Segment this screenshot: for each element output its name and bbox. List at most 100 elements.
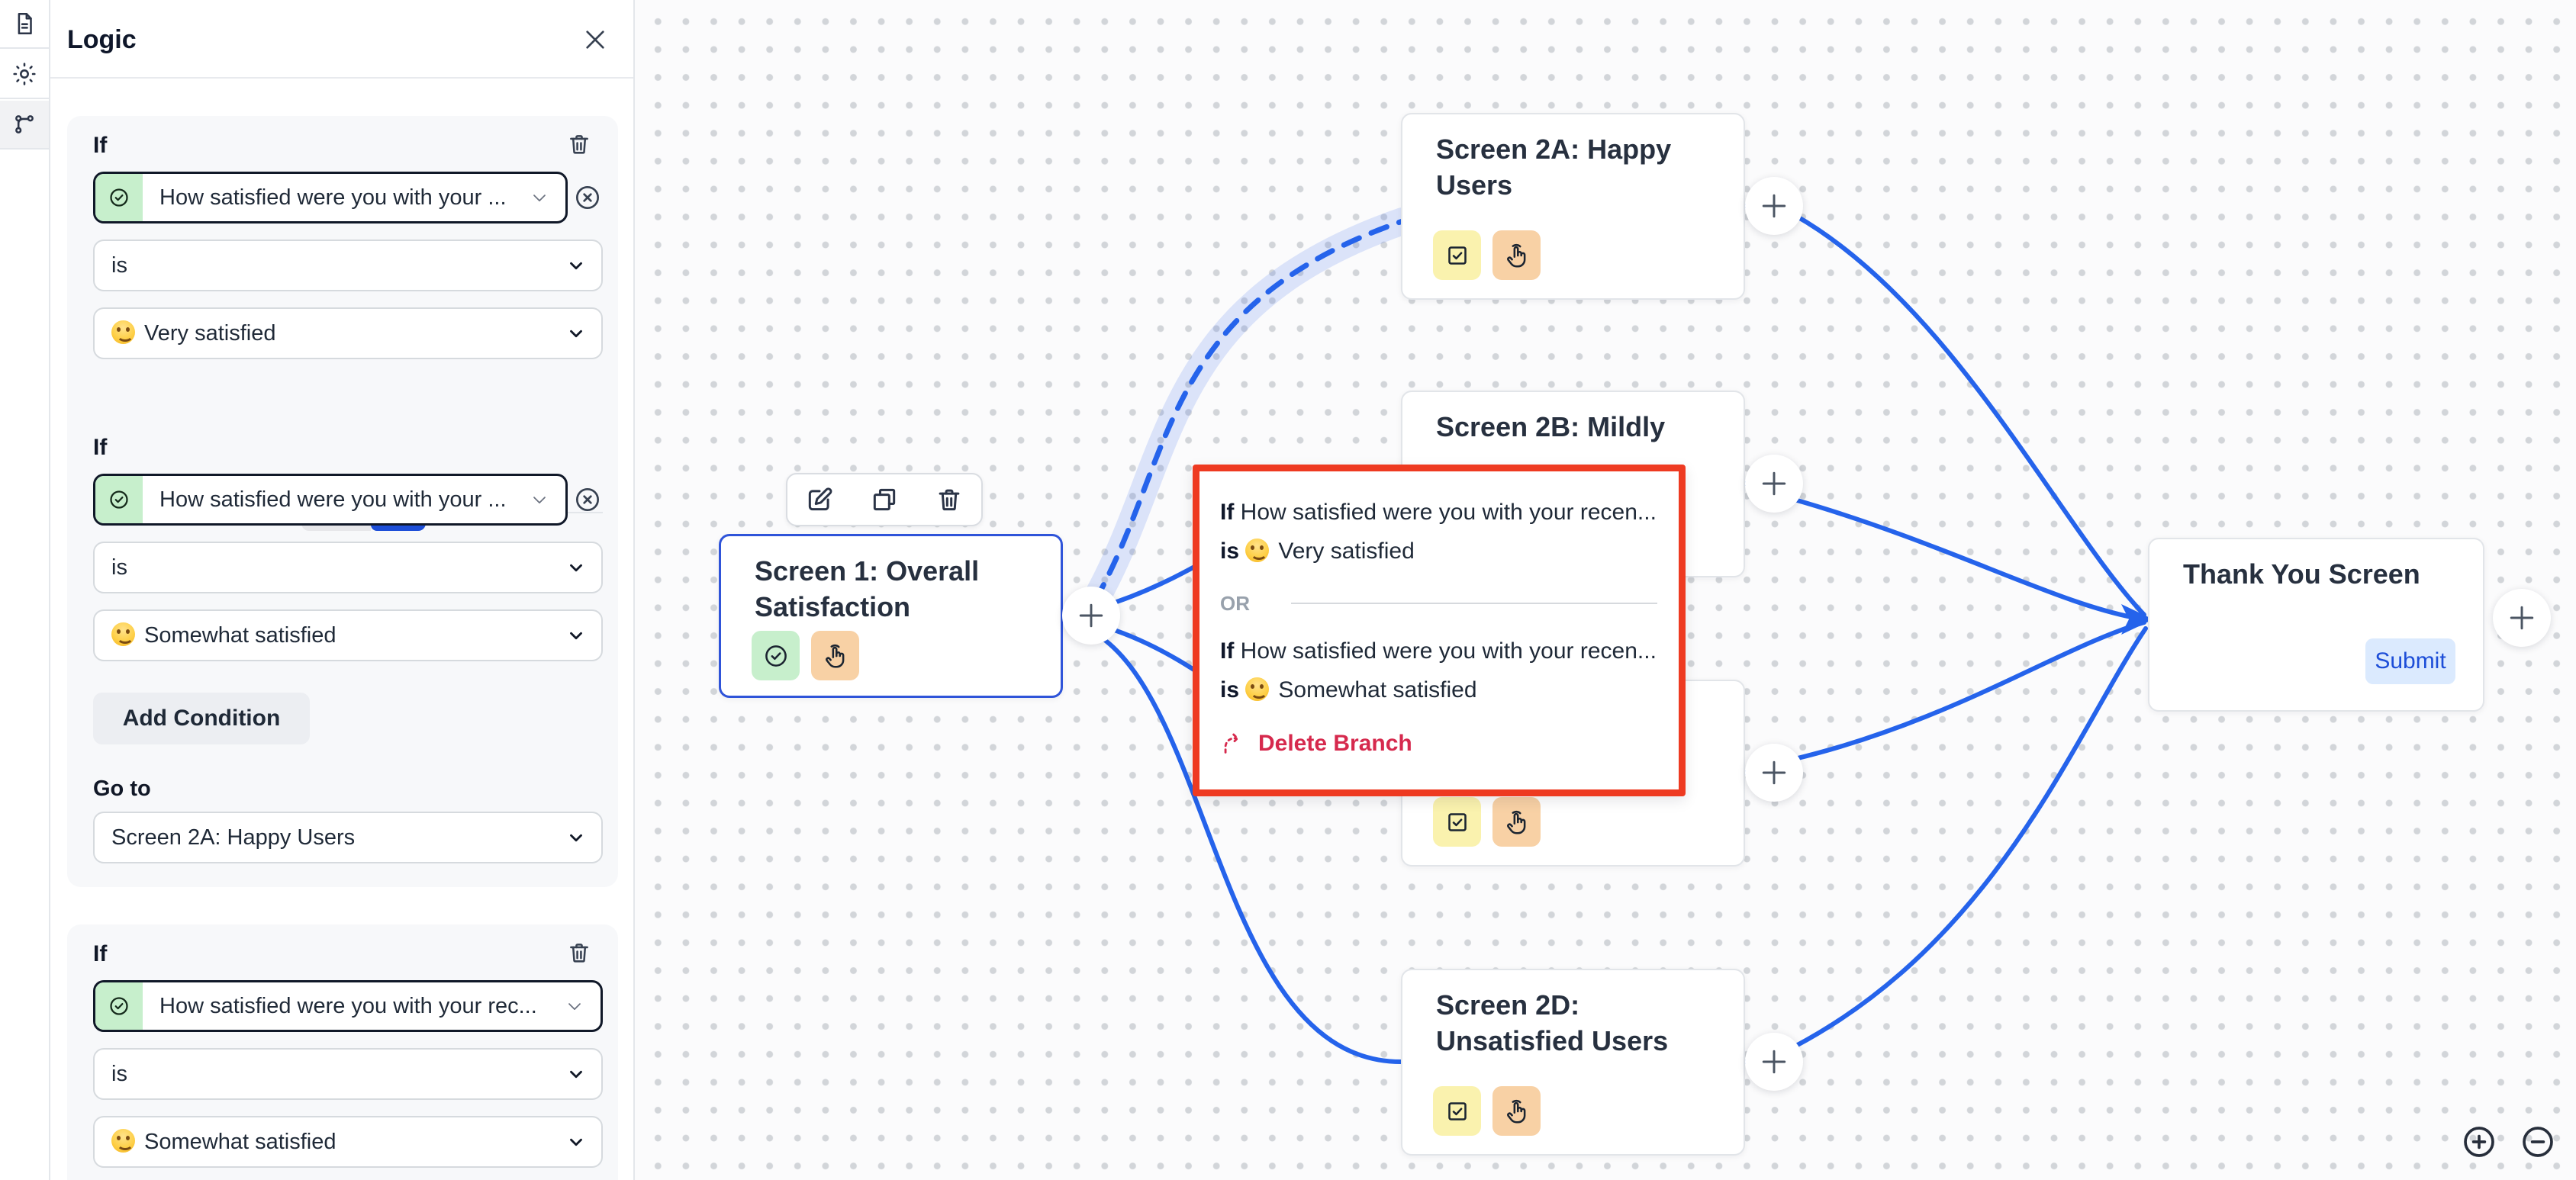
tap-icon (811, 631, 859, 680)
rail-item-logic[interactable] (0, 101, 49, 150)
check-circle-icon (95, 174, 143, 221)
delete-branch-label: Delete Branch (1258, 731, 1412, 756)
edit-icon[interactable] (804, 484, 835, 515)
smiling-face-emoji (1245, 539, 1270, 562)
remove-condition-icon[interactable] (572, 182, 603, 213)
check-circle-icon (752, 631, 800, 680)
operator-select-value: is (111, 1061, 127, 1086)
condition-question: How satisfied were you with your recen..… (1240, 638, 1657, 664)
operator-select[interactable]: is (93, 542, 603, 593)
submit-button: Submit (2365, 638, 2455, 684)
goto-select[interactable]: Screen 2A: Happy Users (93, 812, 603, 863)
tap-icon (1492, 1086, 1541, 1136)
question-select[interactable]: How satisfied were you with your rec... (93, 980, 603, 1032)
trash-icon[interactable] (566, 940, 594, 967)
is-keyword: is (1220, 539, 1240, 564)
panel-header: Logic (50, 0, 633, 79)
panel-title: Logic (67, 25, 137, 54)
popup-condition-1: If How satisfied were you with your rece… (1220, 500, 1657, 526)
trash-icon[interactable] (566, 131, 594, 159)
chevron-down-icon (566, 323, 586, 343)
left-icon-rail (0, 0, 50, 1180)
add-node-button[interactable] (1745, 455, 1803, 513)
if-keyword: If (1220, 500, 1235, 525)
question-select-value: How satisfied were you with your ... (159, 487, 507, 512)
goto-label: Go to (93, 776, 151, 801)
condition-value: Somewhat satisfied (1278, 677, 1477, 703)
chevron-down-icon (566, 1064, 586, 1084)
question-select[interactable]: How satisfied were you with your ... (93, 172, 568, 223)
if-label: If (93, 133, 108, 158)
condition-group-1: If How satisfied were you with your ... … (67, 116, 618, 887)
checkbox-icon (1433, 797, 1481, 847)
value-select[interactable]: Somewhat satisfied (93, 609, 603, 661)
check-circle-icon (95, 476, 143, 523)
chevron-down-icon (564, 995, 585, 1017)
value-select-value: Somewhat satisfied (95, 622, 336, 648)
branch-condition-popup: If How satisfied were you with your rece… (1193, 465, 1686, 796)
node-title: Thank You Screen (2183, 558, 2420, 590)
goto-select-value: Screen 2A: Happy Users (111, 825, 356, 850)
popup-condition-1-value: is Very satisfied (1220, 539, 1415, 564)
logic-panel: Logic If How satisfied were you with you… (50, 0, 635, 1180)
chevron-down-icon (566, 558, 586, 577)
operator-select[interactable]: is (93, 1048, 603, 1100)
value-select-value: Somewhat satisfied (95, 1129, 336, 1155)
checkbox-icon (1433, 230, 1481, 280)
condition-group-2: If How satisfied were you with your rec.… (67, 924, 618, 1180)
remove-condition-icon[interactable] (572, 484, 603, 515)
node-title: Screen 2D: Unsatisfied Users (1436, 989, 1669, 1056)
zoom-in-button[interactable] (2458, 1121, 2500, 1163)
value-select-value: Very satisfied (95, 320, 275, 346)
add-branch-button[interactable] (1062, 587, 1120, 645)
node-toolbar (786, 473, 983, 526)
add-node-button[interactable] (1745, 1033, 1803, 1091)
tap-icon (1492, 230, 1541, 280)
delete-icon[interactable] (934, 484, 964, 515)
chevron-down-icon (566, 828, 586, 847)
add-node-button[interactable] (1745, 744, 1803, 802)
if-label: If (93, 435, 108, 460)
slightly-smiling-emoji (111, 1129, 135, 1153)
duplicate-icon[interactable] (869, 484, 900, 515)
condition-question: How satisfied were you with your recen..… (1240, 500, 1657, 525)
chevron-down-icon (566, 256, 586, 275)
popup-condition-2: If How satisfied were you with your rece… (1220, 638, 1657, 664)
or-label: OR (1220, 592, 1250, 615)
add-node-button[interactable] (2493, 589, 2551, 647)
operator-select-value: is (111, 252, 127, 278)
chevron-down-icon (529, 187, 550, 208)
node-screen1[interactable]: Screen 1: Overall Satisfaction (719, 534, 1063, 698)
node-title: Screen 2A: Happy Users (1436, 133, 1672, 201)
gear-icon (13, 63, 36, 85)
document-icon (18, 12, 32, 35)
delete-branch-button[interactable]: Delete Branch (1220, 731, 1412, 757)
slightly-smiling-emoji (111, 622, 135, 646)
delete-branch-icon (1224, 733, 1239, 754)
node-screen2a[interactable]: Screen 2A: Happy Users (1401, 113, 1745, 300)
checkbox-icon (1433, 1086, 1481, 1136)
node-screen2d[interactable]: Screen 2D: Unsatisfied Users (1401, 969, 1745, 1156)
node-thankyou[interactable]: Thank You Screen Submit (2148, 538, 2484, 712)
smiling-face-emoji (111, 320, 135, 344)
chevron-down-icon (566, 625, 586, 645)
value-select[interactable]: Somewhat satisfied (93, 1116, 603, 1168)
if-keyword: If (1220, 638, 1235, 664)
slightly-smiling-emoji (1245, 677, 1270, 701)
operator-select[interactable]: is (93, 240, 603, 291)
close-icon[interactable] (578, 23, 612, 56)
question-select-value: How satisfied were you with your rec... (159, 993, 537, 1018)
value-select[interactable]: Very satisfied (93, 307, 603, 359)
condition-value: Very satisfied (1278, 539, 1415, 564)
zoom-out-button[interactable] (2516, 1121, 2559, 1163)
node-title: Screen 1: Overall Satisfaction (755, 555, 980, 622)
divider (1291, 603, 1657, 604)
operator-select-value: is (111, 555, 127, 580)
rail-item-settings[interactable] (0, 50, 49, 99)
chevron-down-icon (566, 1132, 586, 1152)
add-node-button[interactable] (1745, 177, 1803, 235)
add-condition-button[interactable]: Add Condition (93, 693, 310, 744)
question-select[interactable]: How satisfied were you with your ... (93, 474, 568, 526)
rail-item-pages[interactable] (0, 0, 49, 49)
